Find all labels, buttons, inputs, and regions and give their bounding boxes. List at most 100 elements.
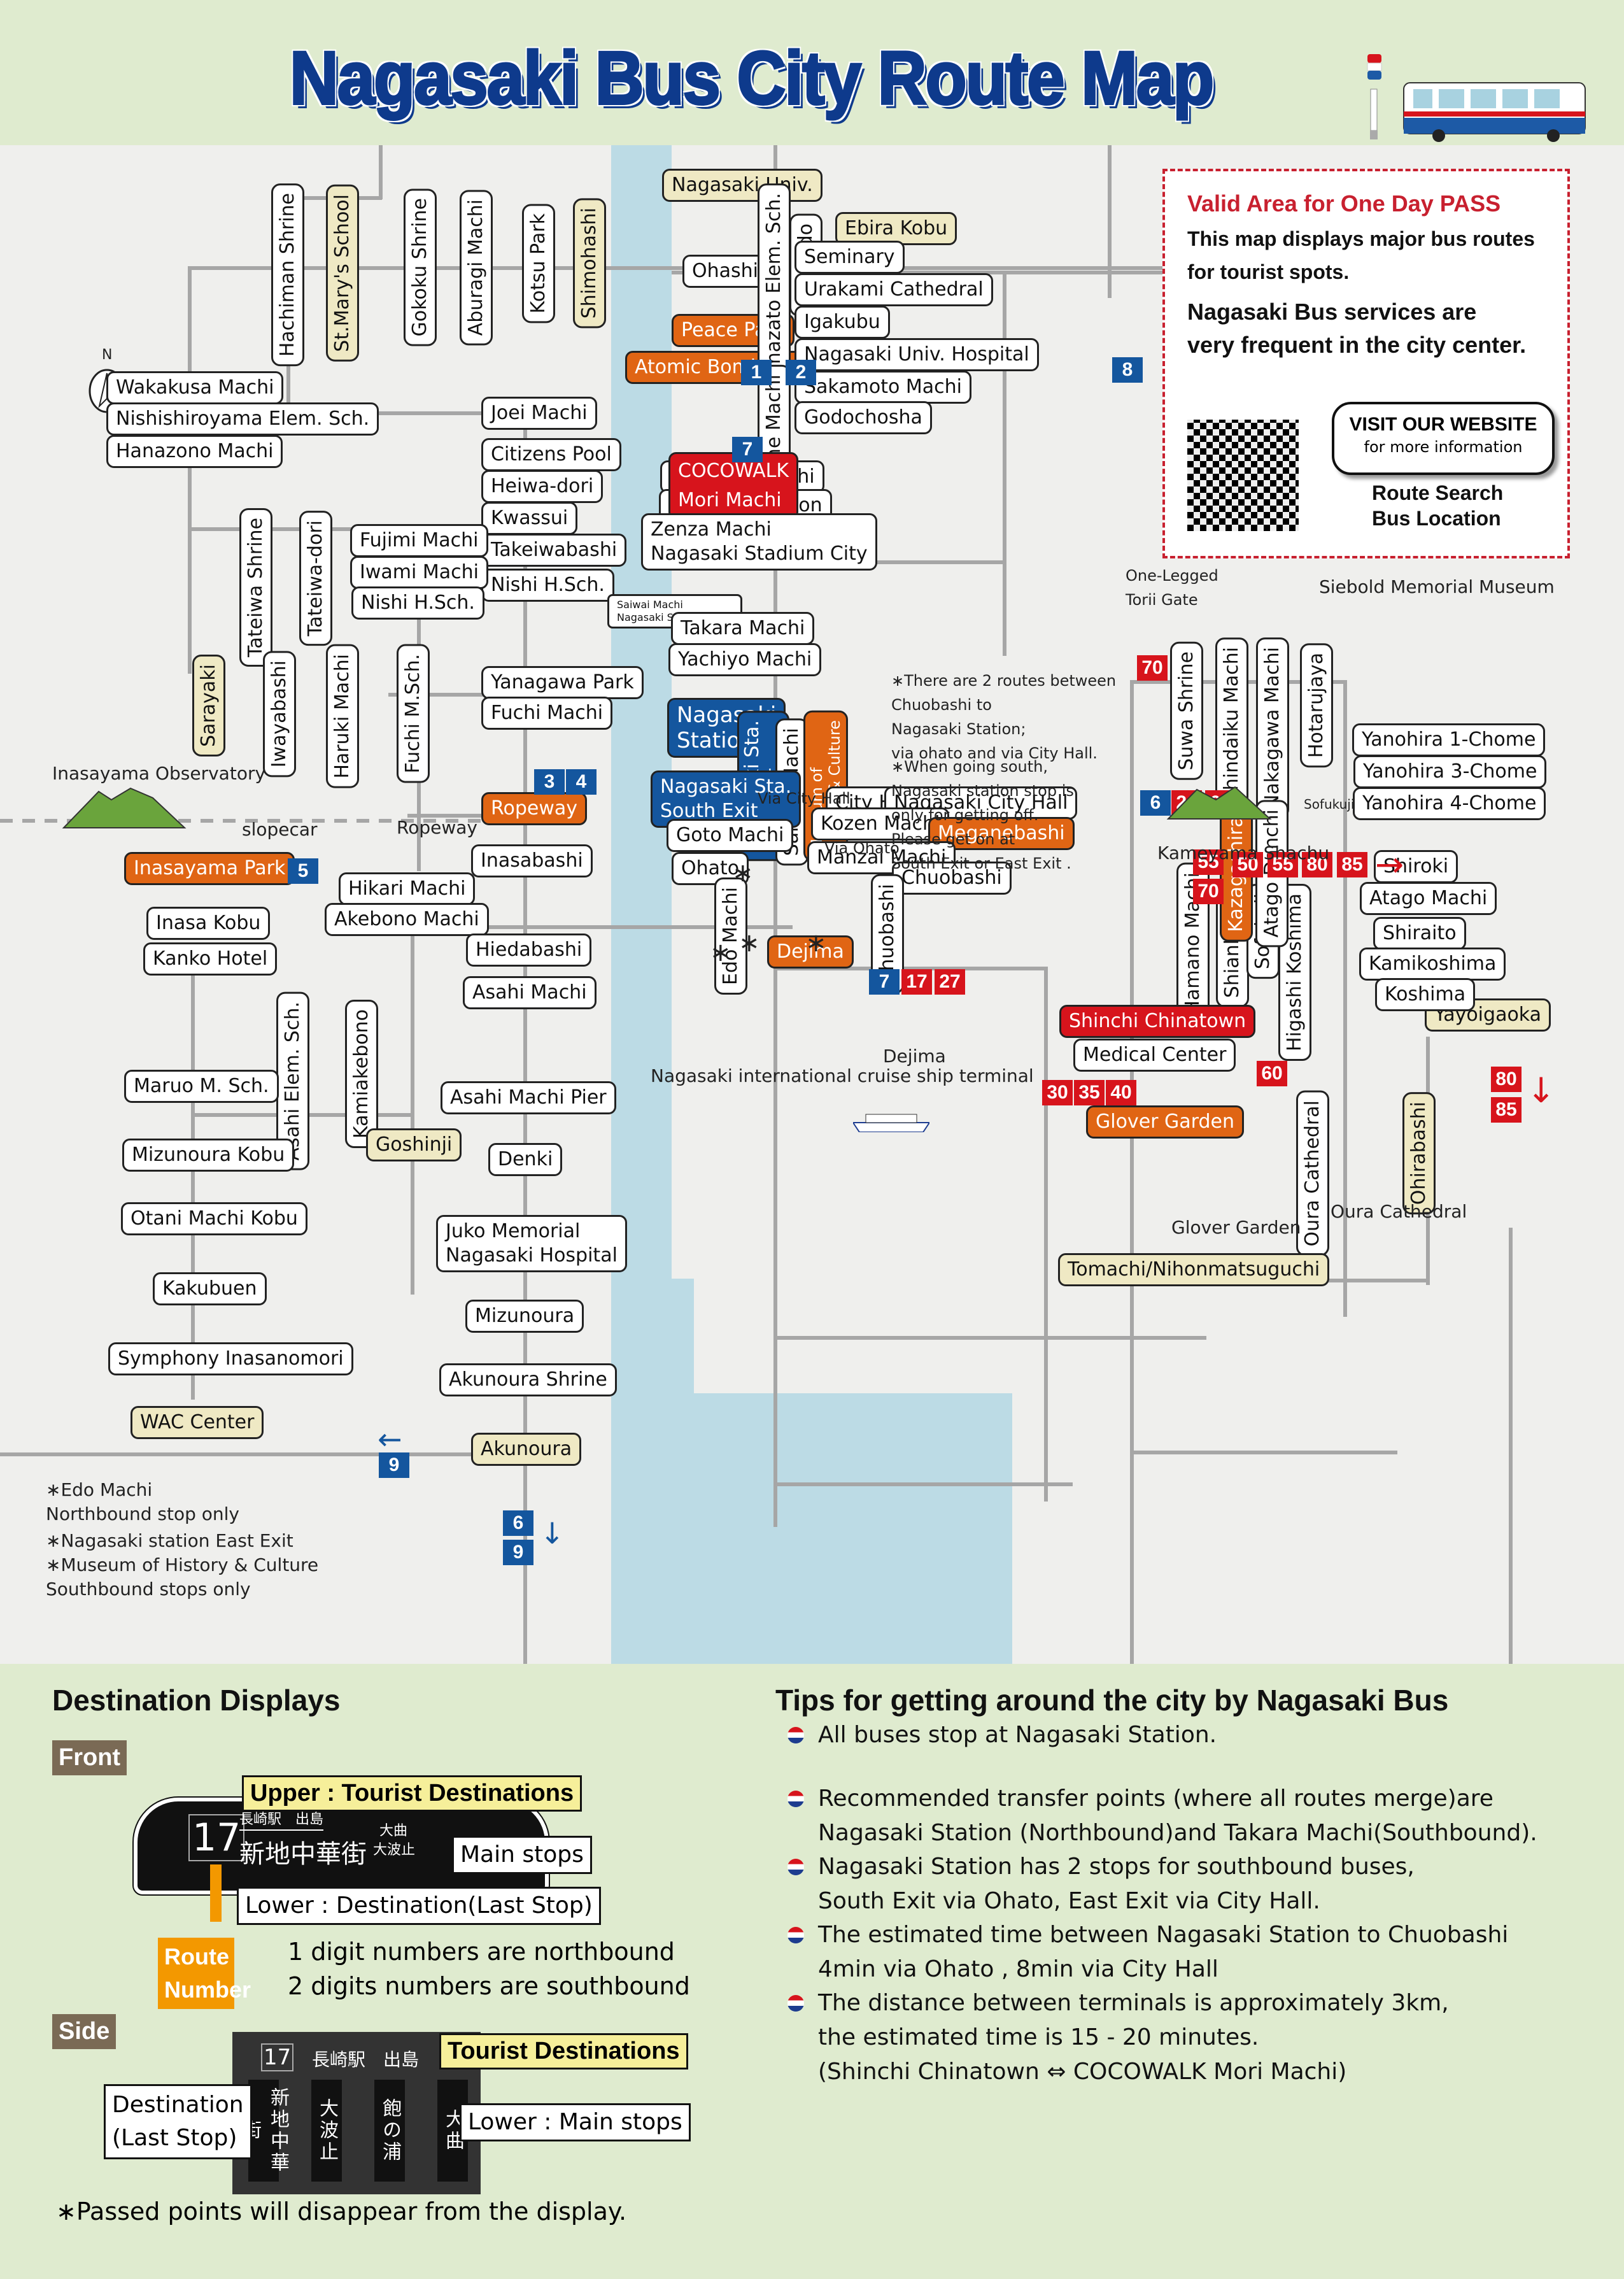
stop-akebono-machi[interactable]: Akebono Machi (325, 903, 489, 936)
stop-kanko-hotel[interactable]: Kanko Hotel (143, 942, 278, 976)
stop-tomachi[interactable]: Tomachi/Nihonmatsuguchi (1058, 1253, 1330, 1286)
stop-nishi-hsch-1[interactable]: Nishi H.Sch. (351, 586, 484, 620)
stop-shinchi-chinatown[interactable]: Shinchi Chinatown (1059, 1005, 1256, 1038)
stop-igakubu[interactable]: Igakubu (794, 306, 890, 339)
stop-yanagawa-park[interactable]: Yanagawa Park (481, 666, 644, 699)
stop-st-marys-school[interactable]: St.Mary's School (326, 185, 359, 362)
stop-shiroki[interactable]: Shiroki (1374, 850, 1458, 883)
stop-nagasaki-univ[interactable]: Nagasaki Univ. (662, 169, 823, 202)
stop-mizunoura[interactable]: Mizunoura (465, 1300, 584, 1333)
stop-fuchi-msch[interactable]: Fuchi M.Sch. (397, 644, 430, 783)
stop-aburagi-machi[interactable]: Aburagi Machi (460, 190, 493, 346)
stop-zenza-machi[interactable]: Zenza Machi Nagasaki Stadium City (641, 513, 877, 571)
stop-denki[interactable]: Denki (488, 1143, 563, 1176)
stop-cocowalk[interactable]: COCOWALK Mori Machi (668, 452, 799, 520)
qr-code-icon[interactable] (1187, 420, 1299, 531)
route-badge: 3 (534, 769, 565, 795)
stop-symphony[interactable]: Symphony Inasanomori (108, 1342, 353, 1375)
stop-tateiwa-shrine[interactable]: Tateiwa Shrine (239, 508, 272, 667)
stop-otani-machi-kobu[interactable]: Otani Machi Kobu (121, 1202, 307, 1235)
stop-oura-cathedral[interactable]: Oura Cathedral (1296, 1091, 1329, 1256)
stop-suwa-shrine[interactable]: Suwa Shrine (1170, 642, 1203, 780)
stop-mizunoura-kobu[interactable]: Mizunoura Kobu (122, 1139, 295, 1172)
stop-takara-machi[interactable]: Takara Machi (671, 612, 815, 645)
stop-ebira-kobu[interactable]: Ebira Kobu (835, 212, 957, 245)
stop-wac-center[interactable]: WAC Center (131, 1406, 264, 1439)
stop-koshima[interactable]: Koshima (1375, 978, 1476, 1011)
stop-citizens-pool[interactable]: Citizens Pool (481, 438, 621, 471)
stop-hiedabashi[interactable]: Hiedabashi (466, 934, 592, 967)
stop-inasa-kobu[interactable]: Inasa Kobu (146, 907, 271, 940)
stop-kwassui[interactable]: Kwassui (481, 502, 578, 535)
bus-location-link[interactable]: Bus Location (1372, 507, 1501, 530)
stop-goto-machi[interactable]: Goto Machi (667, 819, 794, 852)
stop-shiraito[interactable]: Shiraito (1373, 917, 1466, 950)
stop-medical-center[interactable]: Medical Center (1073, 1039, 1236, 1072)
landmark-slopecar: slopecar (242, 819, 318, 840)
stop-seminary[interactable]: Seminary (794, 241, 905, 274)
stop-gokoku-shrine[interactable]: Gokoku Shrine (404, 188, 437, 346)
stop-asahi-machi[interactable]: Asahi Machi (463, 976, 597, 1009)
stop-atago-machi[interactable]: Atago Machi (1360, 882, 1497, 915)
stop-kozen-machi[interactable]: Kozen Machi (811, 807, 950, 841)
landmark-kameyama: Kameyama Shachu (1157, 842, 1330, 863)
stop-akunoura-shrine[interactable]: Akunoura Shrine (439, 1363, 617, 1396)
stop-kamikoshima[interactable]: Kamikoshima (1359, 948, 1506, 981)
stop-iwami-machi[interactable]: Iwami Machi (350, 556, 488, 589)
stop-shimohashi[interactable]: Shimohashi (573, 198, 606, 329)
website-bubble[interactable]: VISIT OUR WEBSITE for more information (1332, 402, 1555, 475)
stop-yanohira-3[interactable]: Yanohira 3-Chome (1353, 755, 1547, 788)
stop-iwayabashi[interactable]: Iwayabashi (263, 651, 296, 777)
route-badge: 4 (566, 769, 597, 795)
stop-heiwa-dori[interactable]: Heiwa-dori (481, 470, 604, 503)
stop-glover-garden[interactable]: Glover Garden (1086, 1105, 1244, 1139)
stop-akunoura[interactable]: Akunoura (471, 1433, 582, 1466)
road (1003, 271, 1006, 656)
road (773, 967, 1047, 970)
dutch-flag-bullet-icon (787, 1859, 804, 1875)
stop-nishi-hsch-2[interactable]: Nishi H.Sch. (481, 569, 614, 602)
stop-dejima[interactable]: Dejima (767, 935, 854, 969)
stop-sakamoto-machi[interactable]: Sakamoto Machi (794, 371, 971, 404)
road (411, 925, 414, 1295)
stop-juko-memorial[interactable]: Juko Memorial Nagasaki Hospital (436, 1215, 627, 1272)
stop-fujimi-machi[interactable]: Fujimi Machi (350, 524, 488, 557)
stop-maruo-msch[interactable]: Maruo M. Sch. (124, 1070, 279, 1103)
stop-nagasaki-south-exit[interactable]: Nagasaki Sta. South Exit (651, 770, 801, 828)
stop-sarayaki[interactable]: Sarayaki (192, 655, 225, 756)
stop-kotsu-park[interactable]: Kotsu Park (522, 204, 555, 323)
stop-hanazono[interactable]: Hanazono Machi (106, 435, 283, 468)
stop-ohirabashi[interactable]: Ohirabashi (1402, 1092, 1436, 1215)
stop-tateiwa-dori[interactable]: Tateiwa-dori (299, 511, 332, 646)
stop-univ-hospital[interactable]: Nagasaki Univ. Hospital (794, 338, 1039, 371)
stop-hikari-machi[interactable]: Hikari Machi (339, 872, 476, 905)
stop-hotarujaya[interactable]: Hotarujaya (1300, 643, 1333, 768)
stop-ohashi[interactable]: Ohashi (682, 255, 768, 288)
stop-yachiyo-machi[interactable]: Yachiyo Machi (668, 643, 822, 676)
stop-asahi-machi-pier[interactable]: Asahi Machi Pier (441, 1081, 616, 1114)
route-search-link[interactable]: Route Search (1372, 481, 1504, 504)
stop-inasayama-park[interactable]: Inasayama Park (124, 852, 295, 885)
stop-haruki-machi[interactable]: Haruki Machi (326, 644, 359, 788)
stop-goshinji[interactable]: Goshinji (366, 1128, 462, 1161)
stop-joei-machi[interactable]: Joei Machi (481, 397, 597, 430)
route-badge: 7 (732, 437, 763, 462)
stop-kamiakebono[interactable]: Kamiakebono (345, 1000, 378, 1148)
stop-yanohira-1[interactable]: Yanohira 1-Chome (1352, 723, 1546, 756)
route-badge: 6 (503, 1510, 533, 1536)
stop-godochosha[interactable]: Godochosha (794, 401, 932, 434)
lower-label: Lower : Destination(Last Stop) (237, 1887, 601, 1925)
stop-yanohira-4[interactable]: Yanohira 4-Chome (1353, 787, 1546, 820)
stop-kakubuen[interactable]: Kakubuen (153, 1272, 267, 1305)
road (773, 1482, 1073, 1486)
stop-inasabashi[interactable]: Inasabashi (471, 844, 593, 877)
stop-hachiman-shrine[interactable]: Hachiman Shrine (271, 183, 304, 367)
road (773, 560, 1003, 564)
stop-nishishiroyama[interactable]: Nishishiroyama Elem. Sch. (106, 402, 379, 436)
stop-ropeway[interactable]: Ropeway (481, 792, 588, 825)
stop-takeiwabashi[interactable]: Takeiwabashi (481, 534, 627, 567)
stop-ohato[interactable]: Ohato (672, 852, 749, 885)
stop-urakami-cathedral[interactable]: Urakami Cathedral (794, 273, 993, 306)
stop-fuchi-machi[interactable]: Fuchi Machi (481, 697, 613, 730)
stop-wakakusa[interactable]: Wakakusa Machi (106, 371, 284, 404)
